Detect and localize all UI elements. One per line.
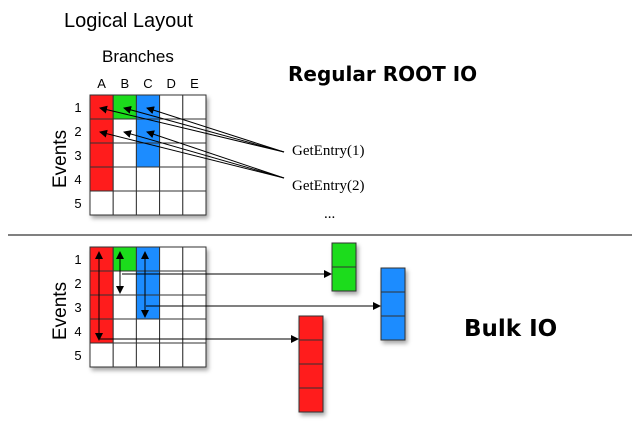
grid-cell-E2	[182, 270, 207, 296]
event-row-label-3: 3	[74, 148, 81, 163]
grid-cell-B2	[112, 270, 137, 296]
branch-a-buffer-block-2	[298, 339, 324, 365]
bulk-output-arrows	[100, 270, 381, 343]
branch-label-A: A	[97, 76, 106, 91]
events-axis-label: Events	[50, 130, 71, 188]
grid-cell-A5	[89, 342, 114, 368]
branch-c-buffer-block-3	[380, 315, 406, 341]
grid-cell-D5	[159, 342, 184, 368]
getentry-2-arrow-1	[99, 129, 285, 179]
grid-cell-C3	[135, 294, 161, 320]
grid-cell-E1	[182, 94, 207, 120]
grid-cell-D4	[159, 166, 184, 192]
grid-cell-E5	[182, 190, 207, 216]
branch-b-buffer-block-1	[331, 242, 357, 268]
bulk-layout-grid	[89, 246, 207, 368]
branch-c-buffer-block-2	[380, 291, 406, 317]
logical-layout-grid	[89, 94, 207, 216]
grid-cell-A1	[89, 94, 114, 120]
event-row-label-2: 2	[74, 124, 81, 139]
grid-cell-C3	[135, 142, 161, 168]
getentry-2-arrow-3	[146, 130, 285, 179]
branch-a-buffer-block-1	[298, 315, 324, 341]
grid-cell-B4	[112, 166, 137, 192]
getentry-2-label: GetEntry(2)	[292, 178, 364, 194]
grid-cell-D5	[159, 190, 184, 216]
bulk-event-row-label-3: 3	[74, 300, 81, 315]
grid-cell-B3	[112, 294, 137, 320]
event-row-label-4: 4	[74, 172, 81, 187]
regular-root-io-title: Regular ROOT IO	[288, 62, 477, 86]
grid-cell-B5	[112, 342, 137, 368]
branches-label: Branches	[102, 47, 174, 66]
branch-c-buffer-block-1	[380, 267, 406, 293]
grid-cell-A3	[89, 142, 114, 168]
grid-cell-C2	[135, 270, 161, 296]
grid-cell-D1	[159, 246, 184, 272]
grid-cell-A3	[89, 294, 114, 320]
grid-cell-A5	[89, 190, 114, 216]
grid-cell-A1	[89, 246, 114, 272]
bulk-buffers	[298, 242, 406, 413]
branch-a-buffer-block-4	[298, 387, 324, 413]
bulk-io-title: Bulk IO	[464, 316, 557, 342]
grid-cell-B5	[112, 190, 137, 216]
grid-cell-C4	[135, 166, 161, 192]
bulk-event-row-label-1: 1	[74, 252, 81, 267]
bulk-event-row-label-4: 4	[74, 324, 81, 339]
grid-cell-D3	[159, 294, 184, 320]
branch-a-buffer-block-3	[298, 363, 324, 389]
getentry-2-arrow-2	[123, 130, 285, 179]
grid-cell-B1	[112, 246, 137, 272]
event-row-label-1: 1	[74, 100, 81, 115]
logical-layout-title: Logical Layout	[64, 10, 193, 32]
grid-cell-C5	[135, 190, 161, 216]
grid-cell-C5	[135, 342, 161, 368]
grid-cell-E5	[182, 342, 207, 368]
grid-cell-C1	[135, 246, 161, 272]
getentry-1-label: GetEntry(1)	[292, 143, 364, 159]
bulk-events-axis-label: Events	[50, 282, 71, 340]
grid-cell-A4	[89, 166, 114, 192]
getentry-1-arrow-1	[99, 105, 285, 153]
grid-cell-D2	[159, 270, 184, 296]
bulk-event-row-labels: 1 2 3 4 5	[74, 252, 81, 363]
grid-cell-C1	[135, 94, 161, 120]
bulk-event-row-label-2: 2	[74, 276, 81, 291]
event-row-labels: 1 2 3 4 5	[74, 100, 81, 211]
grid-cell-E4	[182, 166, 207, 192]
grid-cell-E3	[182, 294, 207, 320]
grid-cell-D3	[159, 142, 184, 168]
grid-cell-B2	[112, 118, 137, 144]
grid-cell-B3	[112, 142, 137, 168]
getentry-1-arrow-3	[146, 106, 285, 153]
branch-label-C: C	[143, 76, 152, 91]
bulk-event-row-label-5: 5	[74, 348, 81, 363]
branch-b-buffer-block-2	[331, 266, 357, 292]
getentry-arrows	[99, 105, 285, 179]
grid-cell-A2	[89, 118, 114, 144]
bulk-range-arrows	[95, 251, 149, 341]
grid-cell-E1	[182, 246, 207, 272]
branch-label-E: E	[190, 76, 199, 91]
grid-cell-A2	[89, 270, 114, 296]
branch-label-B: B	[120, 76, 129, 91]
getentry-1-arrow-2	[123, 105, 285, 153]
event-row-label-5: 5	[74, 196, 81, 211]
branch-label-D: D	[167, 76, 176, 91]
ellipsis-label: ...	[324, 206, 335, 222]
